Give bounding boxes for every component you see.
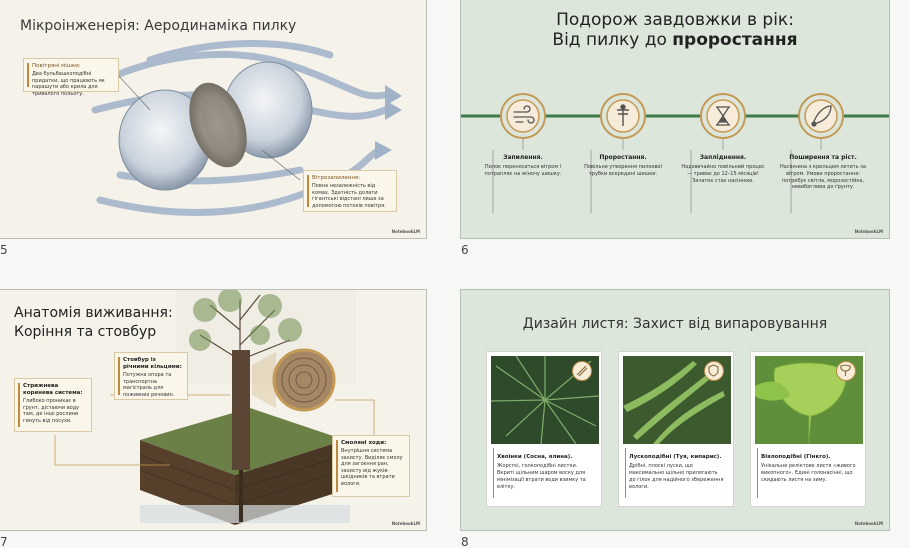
step-fertilization: Запліднення. Надзвичайно повільний проце… [679,154,767,184]
slide-number: 5 [0,243,8,257]
leaf-card-scales: Лускоподібні (Туя, кипарис). Дрібні, пло… [618,351,734,507]
title-plain: Від пилку до [552,30,673,50]
card-title: Хвоїнки (Сосна, ялина). [497,454,573,460]
slide-6[interactable]: Подорож завдовжки в рік: Від пилку до пр… [460,0,890,239]
callout-text: Два бульбашкоподібні придатки, що працюю… [32,71,105,97]
step-germination: Проростання. Повільне утворення пилкової… [579,154,667,178]
card-caption: Хвоїнки (Сосна, ялина). Жорсткі, голкопо… [497,454,593,490]
title-line2: Коріння та стовбур [14,323,157,340]
step-title: Запліднення. [699,154,747,161]
brand-watermark: NotebookLM [854,229,883,234]
title-bold: проростання [672,30,798,50]
tree-cross-section-illustration [54,290,375,525]
title-line1: Анатомія виживання: [14,305,173,321]
brand-watermark: NotebookLM [391,229,420,234]
slide-number: 7 [0,535,8,548]
callout-heading: Стрижнева коренева система: [23,383,83,397]
slide-8[interactable]: Дизайн листя: Захист від випаровування Х… [460,289,890,531]
slide-5[interactable]: Мікроінженерія: Аеродинаміка пилку [0,0,427,239]
winged-seed-icon [811,105,832,127]
callout-text: Повна незалежність від комах. Здатність … [312,183,386,209]
card-text: Унікальне реліктове листя «живого викопн… [761,463,856,483]
slide-7[interactable]: Анатомія виживання: Коріння та стовбур [0,289,427,531]
leaf-card-needles: Хвоїнки (Сосна, ялина). Жорсткі, голкопо… [486,351,602,507]
accent-bar [493,448,494,498]
brand-watermark: NotebookLM [854,521,883,526]
step-text: Насіннина з крильцем летить за вітром. У… [780,164,866,191]
pollen-tube-icon [617,104,629,126]
accent-bar [625,448,626,498]
callout-resin-ducts: Смоляні ходи: Внутрішня система захисту.… [332,435,410,497]
callout-text: Потужна опора та транспортна магістраль … [123,372,175,398]
callout-heading: Смоляні ходи: [341,440,387,446]
ginkgo-leaf-icon [836,361,856,381]
callout-text: Глибоко проникає в ґрунт, дістаючи воду … [23,398,80,424]
card-caption: Віялоподібні (Гінкго). Унікальне релікто… [761,454,857,484]
timeline [461,93,889,213]
card-caption: Лускоподібні (Туя, кипарис). Дрібні, пло… [629,454,725,490]
thuja-scales-photo [623,356,731,444]
ginkgo-leaf-photo [755,356,863,444]
slide-title: Дизайн листя: Захист від випаровування [522,316,828,332]
card-text: Дрібні, плоскі луски, що максимально щіл… [629,463,724,490]
leaf-card-fan: Віялоподібні (Гінкго). Унікальне релікто… [750,351,866,507]
slide-title-line1: Подорож завдовжки в рік: [556,10,794,30]
step-title: Запилення. [503,154,543,161]
pollen-grain-illustration [91,40,402,216]
step-title: Проростання. [599,154,647,161]
step-title: Поширення та ріст. [789,154,857,161]
slide-title-line2: Від пилку до проростання [461,30,889,50]
callout-heading: Стовбур із річними кільцями: [123,357,182,371]
step-text: Пилок переноситься вітром і потрапляє на… [484,164,562,177]
shield-leaf-icon [704,361,724,381]
callout-heading: Вітрозапилення: [312,175,361,181]
slide-title: Мікроінженерія: Аеродинаміка пилку [20,18,297,34]
slide-number: 6 [461,243,469,257]
hourglass-icon [716,106,730,126]
step-text: Повільне утворення пилкової трубки всере… [584,164,662,177]
step-dispersal: Поширення та ріст. Насіннина з крильцем … [779,154,867,191]
accent-bar [757,448,758,498]
callout-taproot: Стрижнева коренева система: Глибоко прон… [14,378,92,432]
slide-number: 8 [461,535,469,548]
callout-heading: Повітряні мішки: [32,63,81,69]
brand-watermark: NotebookLM [391,521,420,526]
step-pollination: Запилення. Пилок переноситься вітром і п… [479,154,567,178]
card-text: Жорсткі, голкоподібні листки. Вкриті щіл… [497,463,586,490]
slide-title: Анатомія виживання: Коріння та стовбур [14,304,173,342]
callout-air-sacs: Повітряні мішки: Два бульбашкоподібні пр… [23,58,119,97]
card-title: Лускоподібні (Туя, кипарис). [629,454,722,460]
callout-wind-pollination: Вітрозапилення: Повна незалежність від к… [303,170,397,212]
wind-icon [513,105,535,124]
callout-text: Внутрішня система захисту. Виділяє смолу… [341,448,403,487]
callout-trunk: Стовбур із річними кільцями: Потужна опо… [114,352,188,400]
step-text: Надзвичайно повільний процес — триває до… [681,164,765,184]
card-title: Віялоподібні (Гінкго). [761,454,831,460]
pine-needle-icon [572,361,592,381]
